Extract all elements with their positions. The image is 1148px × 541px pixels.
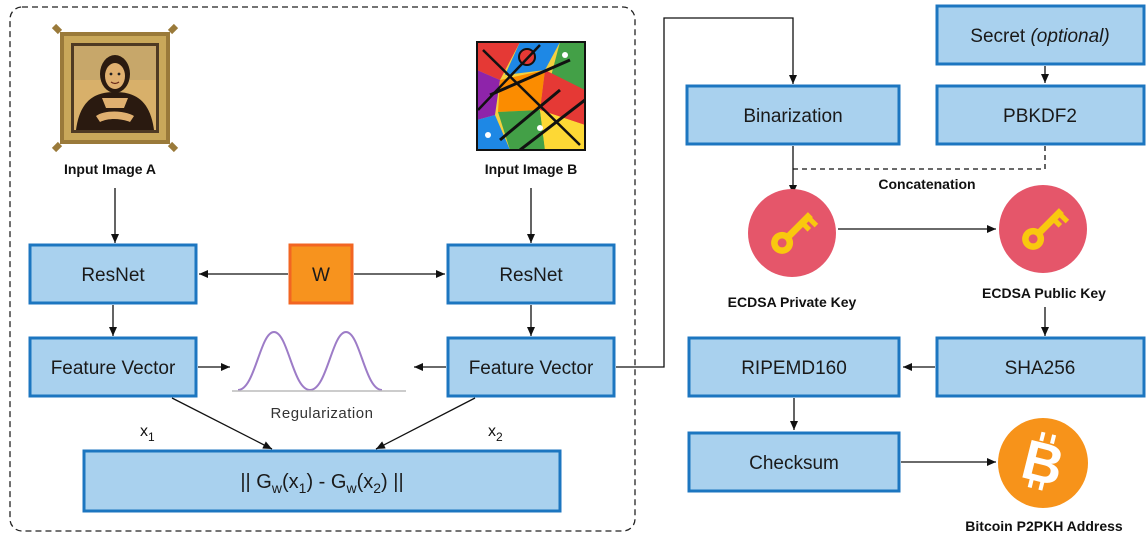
- x2-label: x2: [488, 423, 503, 444]
- secret-box: Secret (optional): [935, 4, 1146, 66]
- arrow-feature-b-to-binarization: [616, 17, 797, 368]
- regularization-label: Regularization: [271, 405, 374, 422]
- key-icon: [748, 189, 836, 277]
- sha256-label: SHA256: [1005, 358, 1076, 379]
- secret-label: Secret: [970, 26, 1026, 47]
- private-key-label: ECDSA Private Key: [728, 294, 857, 310]
- feature-vector-b-label: Feature Vector: [469, 358, 594, 379]
- ripemd160-box: RIPEMD160: [687, 336, 901, 398]
- siamese-network-frame: [9, 6, 636, 532]
- pbkdf2-box: PBKDF2: [935, 84, 1146, 146]
- shared-weights-label: W: [312, 265, 330, 286]
- bitcoin-icon: B: [998, 418, 1088, 508]
- feature-vector-b-box: Feature Vector: [446, 336, 616, 398]
- arrow-feature-b-to-distance: [375, 397, 476, 450]
- feature-vector-a-box: Feature Vector: [28, 336, 198, 398]
- pbkdf2-label: PBKDF2: [1003, 106, 1077, 127]
- bitcoin-address-label: Bitcoin P2PKH Address: [965, 518, 1123, 534]
- key-icon: [999, 185, 1087, 273]
- sha256-box: SHA256: [935, 336, 1146, 398]
- pop-art-painting-icon: [476, 41, 586, 151]
- shared-weights-box: W: [288, 243, 354, 305]
- resnet-a-label: ResNet: [81, 265, 145, 286]
- checksum-box: Checksum: [687, 431, 901, 493]
- binarization-box: Binarization: [685, 84, 901, 146]
- x1-label: x1: [140, 423, 155, 444]
- distance-box: || Gw(x1) - Gw(x2) ||: [82, 449, 562, 513]
- public-key-label: ECDSA Public Key: [982, 285, 1106, 301]
- resnet-b-label: ResNet: [499, 265, 563, 286]
- input-image-a-label: Input Image A: [64, 161, 156, 177]
- mona-lisa-painting-icon: [51, 23, 179, 153]
- input-image-b-label: Input Image B: [485, 161, 578, 177]
- checksum-label: Checksum: [749, 453, 839, 474]
- regularization-curve-icon: [232, 330, 406, 392]
- dashed-pbkdf2-concatenation: [793, 146, 1046, 170]
- feature-vector-a-label: Feature Vector: [51, 358, 176, 379]
- resnet-a-box: ResNet: [28, 243, 198, 305]
- secret-optional-label: (optional): [1030, 26, 1109, 47]
- binarization-label: Binarization: [743, 106, 842, 127]
- svg-text:Secret (optional): Secret (optional): [970, 26, 1109, 47]
- resnet-b-box: ResNet: [446, 243, 616, 305]
- concatenation-label: Concatenation: [878, 176, 975, 192]
- arrow-feature-a-to-distance: [171, 397, 273, 450]
- ripemd160-label: RIPEMD160: [741, 358, 847, 379]
